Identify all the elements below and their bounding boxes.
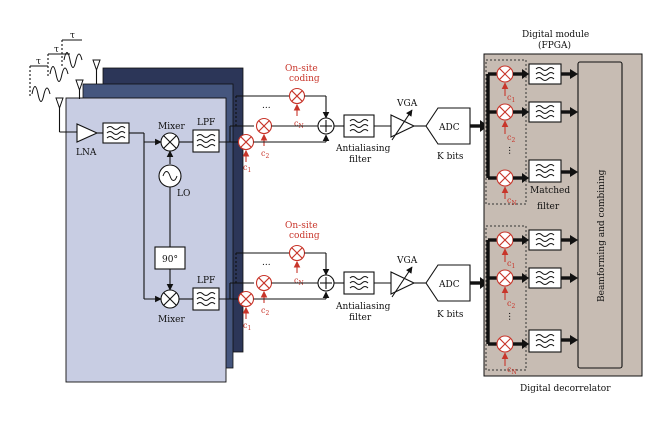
fpga-c2-label-bottom: c2 xyxy=(507,299,515,310)
onsite-coding-label-bottom: On-site xyxy=(285,221,318,231)
fpga-cN-label-top: cN xyxy=(507,196,517,207)
kbits-label-top: K bits xyxy=(437,152,464,162)
onsite-coding-label-top-2: coding xyxy=(289,74,320,84)
adc-label-top: ADC xyxy=(438,123,460,133)
mixer-top xyxy=(160,132,180,152)
fpga-c1-label-top: c1 xyxy=(507,93,515,104)
pulse-wave xyxy=(49,66,69,82)
tau-label: τ xyxy=(36,57,41,67)
lna-label: LNA xyxy=(76,148,97,158)
digital-module-title: Digital module xyxy=(522,30,589,40)
dots-bottom: ... xyxy=(262,258,271,268)
antenna-icon xyxy=(92,59,101,72)
decorrelator-row-top-1 xyxy=(488,63,578,96)
decorrelator-row-top-2 xyxy=(488,101,578,134)
code-mixer-c2-bottom xyxy=(255,274,273,292)
cN-label-bottom: cN xyxy=(294,276,304,287)
decorrelator-row-bottom-2 xyxy=(488,267,578,300)
phase-shift-label: 90° xyxy=(162,255,178,265)
pulse-wave xyxy=(63,52,83,68)
code-mixer-c1-bottom xyxy=(237,290,255,308)
fpga-cN-label-bottom: cN xyxy=(507,365,517,376)
code-mixer-c1-top xyxy=(237,133,255,151)
matched-filter-label-2: filter xyxy=(537,202,560,212)
decorrelator-group-top xyxy=(485,59,527,205)
c1-label-top: c1 xyxy=(243,163,251,174)
c1-label-bottom: c1 xyxy=(243,321,251,332)
decorrelator-row-top-n xyxy=(488,159,578,199)
beamforming-label: Beamforming and combining xyxy=(597,169,607,302)
onsite-coding-label-bottom-2: coding xyxy=(289,231,320,241)
beamforming-block xyxy=(577,61,623,369)
digital-decorrelator-label: Digital decorrelator xyxy=(520,384,611,394)
matched-filter-label: Matched xyxy=(530,186,570,196)
tau-label: τ xyxy=(54,45,59,55)
fpga-dots-bottom: ... xyxy=(506,312,516,321)
decorrelator-group-bottom xyxy=(485,225,527,371)
fpga-dots-top: ... xyxy=(506,146,516,155)
c2-label-top: c2 xyxy=(261,149,269,160)
antialiasing-label-bottom-2: filter xyxy=(349,313,372,323)
digital-module-subtitle: (FPGA) xyxy=(538,40,571,51)
dots-top: ... xyxy=(262,101,271,111)
vga-amplifier-bottom xyxy=(390,271,416,295)
kbits-label-bottom: K bits xyxy=(437,310,464,320)
code-mixer-c2-top xyxy=(255,117,273,135)
code-mixer-cN-top xyxy=(288,87,306,105)
mixer-top-label: Mixer xyxy=(158,122,185,132)
tau-label: τ xyxy=(70,31,75,41)
decorrelator-row-bottom-1 xyxy=(488,229,578,262)
antialiasing-filter-bottom xyxy=(343,271,375,295)
vga-amplifier-top xyxy=(390,114,416,138)
vga-label-bottom: VGA xyxy=(396,256,418,266)
mixer-bottom xyxy=(160,289,180,309)
antialiasing-filter-top xyxy=(343,114,375,138)
pulse-wave xyxy=(31,86,51,102)
lpf-bottom xyxy=(192,287,220,311)
lo-label: LO xyxy=(177,189,190,199)
lna-amplifier xyxy=(76,123,99,143)
antialiasing-label-top-2: filter xyxy=(349,155,372,165)
cN-label-top: cN xyxy=(294,119,304,130)
code-mixer-cN-bottom xyxy=(288,244,306,262)
adc-label-bottom: ADC xyxy=(438,280,460,290)
lpf-bottom-label: LPF xyxy=(197,276,215,286)
fpga-c1-label-bottom: c1 xyxy=(507,259,515,270)
mixer-bottom-label: Mixer xyxy=(158,315,185,325)
decorrelator-row-bottom-n xyxy=(488,329,578,366)
vga-label-top: VGA xyxy=(396,99,418,109)
antialiasing-label-top: Antialiasing xyxy=(335,144,391,154)
antenna-icon xyxy=(55,97,64,110)
lpf-top xyxy=(192,129,220,153)
antenna-icon xyxy=(75,79,84,92)
lpf-top-label: LPF xyxy=(197,118,215,128)
antialiasing-label-bottom: Antialiasing xyxy=(335,302,391,312)
antenna-array: τ τ τ xyxy=(29,31,101,133)
fpga-c2-label-top: c2 xyxy=(507,133,515,144)
c2-label-bottom: c2 xyxy=(261,306,269,317)
onsite-coding-label-top: On-site xyxy=(285,64,318,74)
